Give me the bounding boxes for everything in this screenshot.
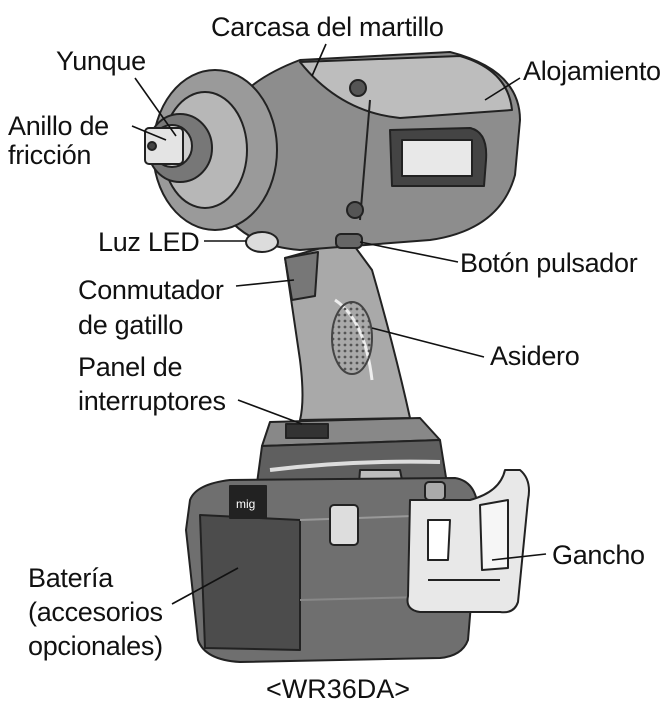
anvil-shape [144, 127, 184, 165]
trigger-shape [284, 251, 319, 301]
label-hammer-case: Carcasa del martillo [211, 12, 444, 42]
label-trigger-line1: Conmutador [78, 275, 224, 305]
model-caption: <WR36DA> [266, 674, 411, 704]
label-housing: Alojamiento [523, 56, 661, 86]
led-shape [245, 231, 279, 253]
label-friction-ring-line2: fricción [8, 140, 92, 170]
leader-lines [131, 43, 547, 605]
label-grip: Asidero [490, 341, 580, 371]
label-battery-line3: opcionales) [28, 631, 163, 661]
label-battery-line1: Batería [28, 563, 113, 593]
svg-text:mig: mig [236, 497, 255, 511]
label-hook: Gancho [552, 540, 645, 570]
label-switch-panel-line2: interruptores [78, 386, 226, 416]
label-anvil: Yunque [56, 46, 146, 76]
label-led-light: Luz LED [98, 227, 200, 257]
label-push-button: Botón pulsador [460, 248, 638, 278]
push-button-shape [335, 233, 363, 249]
label-trigger-line2: de gatillo [78, 310, 184, 340]
label-battery-line2: (accesorios [28, 597, 163, 627]
label-switch-panel-line1: Panel de [78, 352, 183, 382]
label-friction-ring-line1: Anillo de [8, 111, 109, 141]
